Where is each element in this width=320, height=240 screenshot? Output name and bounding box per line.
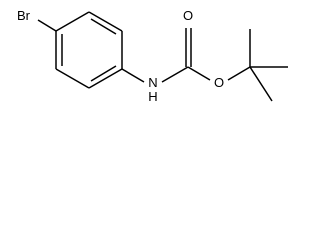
atom-label-carbonyl-oxygen: O bbox=[183, 8, 193, 23]
ring-double-bond-inner-1 bbox=[90, 18, 117, 35]
benzene-ring bbox=[55, 11, 123, 89]
ring-bond-4 bbox=[55, 68, 90, 89]
atom-label-hydrogen: H bbox=[148, 89, 157, 104]
atom-label-nitrogen: N bbox=[148, 75, 157, 90]
atom-label-ester-oxygen: O bbox=[214, 75, 224, 90]
bond-carbonyl-ester-oxygen bbox=[187, 66, 211, 81]
bond-nitrogen-carbonyl bbox=[161, 66, 189, 83]
bond-ester-oxygen-tbutyl bbox=[227, 66, 251, 81]
bond-ring-nitrogen bbox=[121, 68, 145, 83]
ring-bond-6 bbox=[55, 11, 90, 32]
bond-ring-bromine bbox=[37, 19, 57, 32]
atom-label-bromine: Br bbox=[17, 8, 31, 23]
ring-bond-3 bbox=[88, 68, 123, 89]
molecule-structure: Br N H O O bbox=[17, 8, 288, 104]
ring-bond-1 bbox=[88, 11, 123, 32]
ring-double-bond-inner-2 bbox=[90, 65, 117, 82]
bond-tbutyl-methyl-down bbox=[249, 66, 273, 102]
